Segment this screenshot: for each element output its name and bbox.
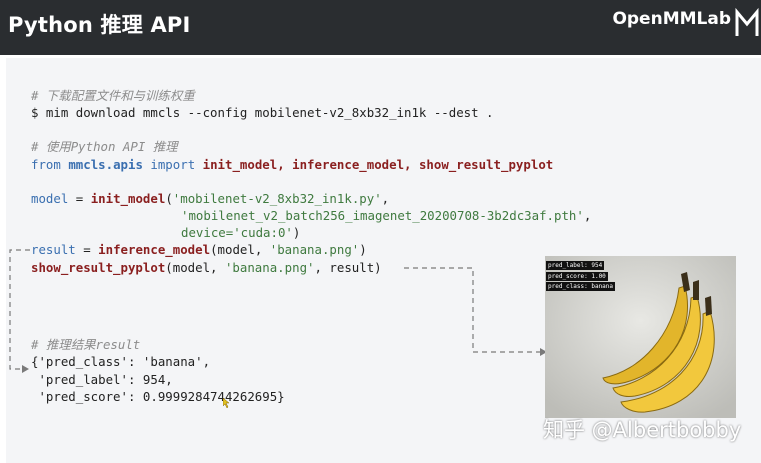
mouse-cursor-icon — [223, 398, 230, 408]
checkpoint-path: 'mobilenet_v2_batch256_imagenet_20200708… — [181, 208, 584, 223]
import-module: mmcls.apis — [68, 157, 143, 172]
pred-class-badge: pred_class: banana — [546, 282, 616, 291]
inference-model-fn: inference_model — [98, 242, 211, 257]
comment-result: # 推理结果result — [31, 337, 141, 352]
pred-label-badge: pred_label: 954 — [546, 261, 605, 270]
pred-score-badge: pred_score: 1.00 — [546, 272, 608, 281]
import-line: from mmcls.apis import init_model, infer… — [31, 156, 553, 173]
init-model-line1: model = init_model('mobilenet-v2_8xb32_i… — [31, 191, 390, 206]
result-arrow-line — [9, 249, 30, 370]
show-image-arg: 'banana.png' — [224, 260, 315, 275]
openmmlab-logo: OpenMMLab — [612, 9, 731, 29]
image-arrowhead-icon — [540, 348, 547, 356]
init-model-line2: 'mobilenet_v2_batch256_imagenet_20200708… — [181, 208, 592, 223]
slide-title: Python 推理 API — [8, 13, 191, 37]
init-model-line3: device='cuda:0') — [181, 225, 301, 240]
title-bar: Python 推理 API OpenMMLab — [0, 0, 761, 55]
banana-result-image: pred_label: 954 pred_score: 1.00 pred_cl… — [545, 256, 736, 418]
openmmlab-mark-icon — [735, 7, 759, 36]
result-var: result — [31, 242, 76, 257]
model-var: model — [31, 191, 69, 206]
import-names: init_model, inference_model, show_result… — [202, 157, 554, 172]
result-line-class: {'pred_class': 'banana', — [31, 354, 211, 369]
result-arrowhead-icon — [22, 365, 29, 373]
inference-line: result = inference_model(model, 'banana.… — [31, 242, 367, 257]
inference-image-arg: 'banana.png' — [269, 242, 360, 257]
init-model-fn: init_model — [90, 191, 166, 206]
device-key: device= — [181, 225, 234, 240]
import-kw: import — [150, 157, 196, 172]
watermark: 知乎 @Albertbobby — [543, 418, 742, 442]
comment-download: # 下载配置文件和与训练权重 — [31, 88, 195, 103]
result-line-score: 'pred_score': 0.9999284744262695} — [31, 389, 285, 404]
config-path: 'mobilenet-v2_8xb32_in1k.py' — [172, 191, 382, 206]
download-command: $ mim download mmcls --config mobilenet-… — [31, 105, 494, 120]
device-value: 'cuda:0' — [233, 225, 293, 240]
image-arrow-line — [404, 267, 540, 353]
logo-text: OpenMMLab — [612, 9, 731, 29]
show-result-fn: show_result_pyplot — [31, 260, 166, 275]
comment-python-api: # 使用Python API 推理 — [31, 139, 178, 154]
assign-op: = — [68, 191, 91, 206]
import-from-kw: from — [31, 157, 61, 172]
show-result-line: show_result_pyplot(model, 'banana.png', … — [31, 260, 382, 275]
result-line-label: 'pred_label': 954, — [31, 372, 173, 387]
